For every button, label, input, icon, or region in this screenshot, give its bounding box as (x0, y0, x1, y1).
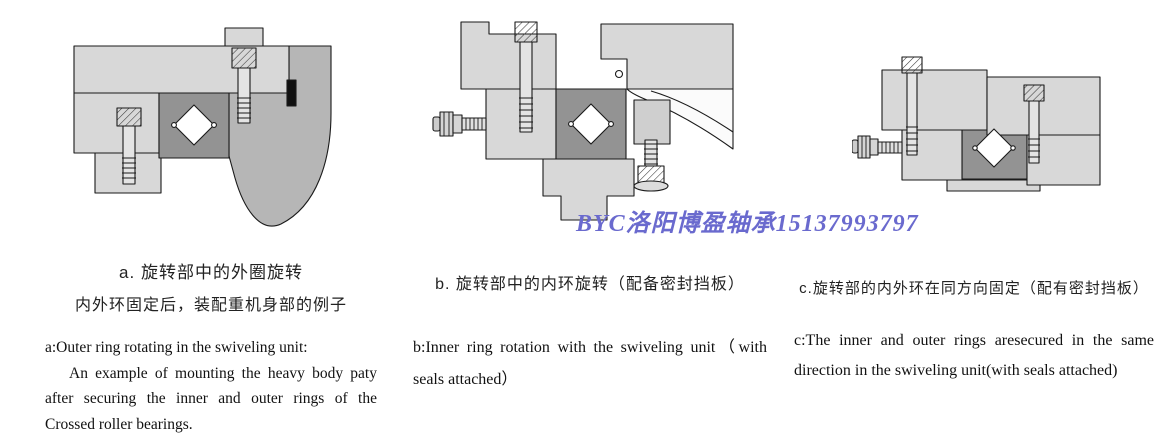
figure-a-caption-cn-1: a. 旋转部中的外圈旋转 (119, 263, 303, 282)
grease-nipple-hex-lines (861, 136, 867, 158)
roller-contact-right (1010, 145, 1016, 151)
left-bolt-shaft (906, 72, 918, 156)
top-bolt-threads (519, 97, 533, 129)
grease-nipple-collar (869, 138, 879, 156)
roller-contact-left (568, 121, 574, 127)
grease-nipple-collar (452, 114, 463, 134)
top-left-plate (460, 21, 557, 90)
grease-nipple-tip (432, 116, 441, 132)
page: a. 旋转部中的外圈旋转 内外环固定后，装配重机身部的例子 a:Outer ri… (45, 0, 1158, 433)
crossed-roller (570, 103, 612, 145)
lower-housing (542, 158, 635, 221)
figure-c-caption-en: c:The inner and outer rings aresecured i… (794, 332, 1154, 379)
top-bolt-head (231, 47, 257, 69)
crossed-roller (173, 104, 215, 146)
grease-nipple-hex (439, 111, 454, 137)
figure-b-caption-en: b:Inner ring rotation with the swiveling… (413, 339, 767, 388)
left-plate (881, 69, 988, 131)
figure-b-caption-cn: b. 旋转部中的内环旋转（配备密封挡板） (435, 276, 745, 293)
grease-nipple-tip (852, 139, 859, 154)
right-bolt-threads (1028, 138, 1040, 158)
grease-nipple-hex (857, 135, 871, 159)
grease-nipple-hex-lines (443, 112, 450, 136)
top-bolt-head (514, 21, 538, 43)
right-bolt-head (1023, 84, 1045, 102)
figure-a-caption-en-line1: a:Outer ring rotating in the swiveling u… (45, 339, 308, 356)
roller-contact-right (211, 122, 217, 128)
figure-a-diagram (73, 27, 332, 227)
figure-b-panel: b. 旋转部中的内环旋转（配备密封挡板） b:Inner ring rotati… (405, 0, 775, 396)
left-bolt-head (901, 56, 923, 74)
top-bolt-shaft (519, 41, 533, 133)
bolt-boss (633, 99, 671, 145)
top-right-plate (600, 23, 734, 90)
top-bolt-shaft (237, 67, 251, 124)
figure-c-panel: c.旋转部的内外环在同方向固定（配有密封挡板） c:The inner and … (790, 0, 1158, 385)
bottom-bolt-washer (633, 180, 669, 192)
figure-a-caption-en: a:Outer ring rotating in the swiveling u… (35, 335, 387, 437)
swivel-body (228, 45, 332, 227)
left-bolt-head (116, 107, 142, 127)
figure-a-caption-en-line2: An example of mounting the heavy body pa… (45, 364, 377, 433)
left-bolt-threads (906, 126, 918, 152)
grease-nipple-threads (465, 118, 483, 130)
top-plate (73, 45, 290, 94)
figure-b-diagram (432, 21, 734, 221)
crossed-roller (974, 128, 1014, 168)
figure-c-caption-cn: c.旋转部的内外环在同方向固定（配有密封挡板） (799, 280, 1149, 297)
seal-strip (286, 79, 297, 107)
roller-contact-left (972, 145, 978, 151)
top-bolt-threads (237, 97, 251, 119)
seal-pin (614, 69, 624, 79)
roller-contact-right (608, 121, 614, 127)
left-bolt-threads (122, 157, 136, 179)
figure-a-caption-cn-2: 内外环固定后，装配重机身部的例子 (74, 297, 347, 314)
bottom-bolt-threads (644, 143, 658, 165)
right-bolt-shaft (1028, 100, 1040, 164)
watermark-text: BYC洛阳博盈轴承15137993797 (576, 211, 919, 237)
left-bolt-shaft (122, 125, 136, 185)
grease-nipple-threads (881, 142, 899, 153)
figure-c-diagram (852, 56, 1101, 192)
bolt-boss (224, 27, 264, 47)
roller-contact-left (171, 122, 177, 128)
figure-a-panel: a. 旋转部中的外圈旋转 内外环固定后，装配重机身部的例子 a:Outer ri… (35, 0, 387, 437)
swivel-body-inner-curve (650, 90, 734, 133)
base-lip (946, 179, 1041, 192)
